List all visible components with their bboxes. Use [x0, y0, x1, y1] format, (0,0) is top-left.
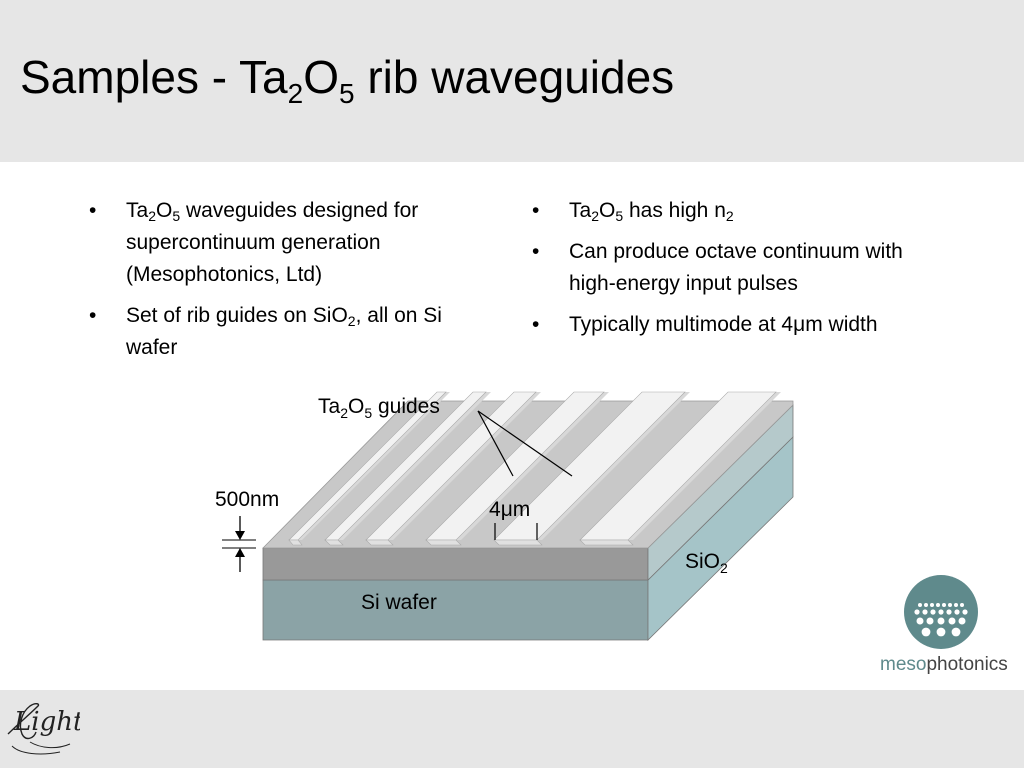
width-label: 4μm — [489, 498, 530, 521]
mesophotonics-logo: mesophotonics — [880, 575, 1008, 675]
bullet-item: Ta2O5 waveguides designed for superconti… — [89, 195, 489, 291]
slide-title: Samples - Ta2O5 rib waveguides — [20, 51, 675, 109]
bullet-item: Set of rib guides on SiO2, all on Si waf… — [89, 300, 489, 364]
left-bullet-list: Ta2O5 waveguides designed for superconti… — [89, 195, 489, 373]
thickness-label: 500nm — [215, 488, 279, 511]
light-logo-text: Light — [13, 707, 80, 737]
logo-dots-icon — [914, 603, 968, 637]
rib-guide — [365, 391, 541, 546]
rib-guide — [288, 391, 450, 546]
guides-leader-line — [477, 410, 573, 477]
si-wafer-front — [262, 579, 649, 641]
light-logo: Light — [7, 703, 80, 755]
guides-leader-line — [477, 410, 514, 477]
rib-guide — [493, 391, 690, 546]
guides-label: Ta2O5 guides — [318, 395, 440, 421]
rib-guide — [425, 391, 609, 546]
sio2-front — [262, 547, 649, 581]
logo-wordmark: mesophotonics — [880, 654, 1008, 675]
arrowhead-up-icon — [235, 548, 245, 557]
rib-guide — [324, 391, 491, 546]
footer-band — [0, 690, 1024, 768]
si-wafer-label: Si wafer — [361, 591, 437, 614]
sio2-label: SiO2 — [685, 550, 728, 576]
rib-guide — [579, 391, 781, 546]
bullet-item: Ta2O5 has high n2 — [532, 195, 952, 227]
right-bullet-list: Ta2O5 has high n2 Can produce octave con… — [532, 195, 952, 350]
bullet-item: Can produce octave continuum with high-e… — [532, 236, 952, 300]
arrowhead-down-icon — [235, 531, 245, 540]
bullet-item: Typically multimode at 4μm width — [532, 309, 952, 341]
title-band — [0, 0, 1024, 162]
